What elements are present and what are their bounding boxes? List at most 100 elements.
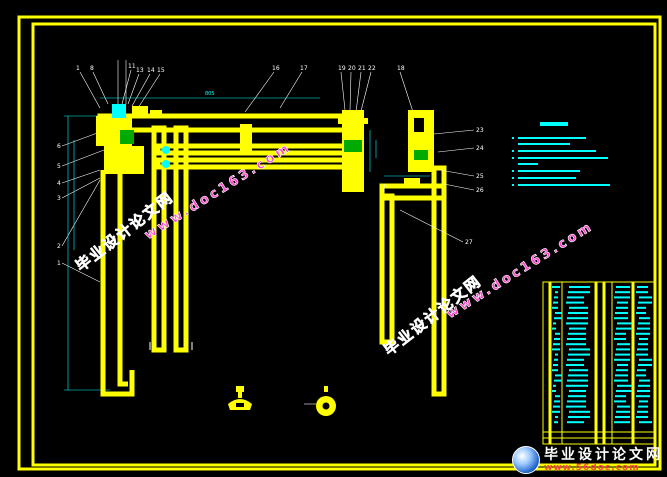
callout-label: 19 [338,65,346,72]
table-row-mark [553,384,556,387]
callout-label: 2 [57,243,61,250]
callout-label: 15 [157,67,165,74]
right-end-block [338,110,377,192]
table-row-mark [639,317,650,320]
table-row-mark [636,416,648,418]
table-row-mark [636,312,646,314]
callouts-top-mid: 16 17 [272,65,308,72]
parts-table-rows [552,286,652,424]
callout-label: 22 [368,65,376,72]
table-row-mark [554,317,562,320]
callout-label: 4 [57,180,61,187]
table-row-mark [614,379,628,382]
table-row-mark [636,353,648,356]
table-row-mark [569,410,590,413]
table-row-mark [637,327,650,330]
table-row-mark [555,353,558,356]
table-row-mark [569,348,590,351]
table-row-mark [615,395,626,398]
table-row-mark [615,312,628,314]
table-row-mark [555,312,562,314]
callouts-top-right: 19 20 21 22 18 [338,65,405,72]
table-row-mark [566,301,584,304]
table-row-mark [569,369,588,372]
table-row-mark [638,322,650,325]
table-row-mark [568,395,586,398]
table-row-mark [636,374,646,377]
table-row-mark [617,384,632,387]
table-row-mark [614,400,626,403]
site-brand: 毕业设计论文网 www.56doc.com [512,445,663,475]
callout-label: 14 [147,67,155,74]
table-row-mark [554,421,558,424]
table-row-mark [567,338,586,340]
table-row-mark [554,379,562,382]
table-row-mark [617,364,628,366]
table-row-mark [567,317,588,320]
parts-table [542,281,656,445]
table-row-mark [638,343,648,346]
table-row-mark [552,390,556,392]
table-row-mark [614,296,630,299]
table-row-mark [566,364,584,366]
callout-label: 21 [358,65,366,72]
table-row-mark [617,301,628,304]
callout-label: 27 [465,239,473,246]
top-dimension: 805 [100,91,320,99]
table-row-mark [554,296,558,299]
table-row-mark [554,358,558,361]
table-row-mark [615,291,630,294]
table-row-mark [552,369,558,372]
table-row-mark [616,410,630,413]
callout-label: 23 [476,127,484,134]
callout-label: 17 [300,65,308,72]
table-row-mark [637,410,648,413]
table-row-mark [639,296,652,299]
table-row-mark [614,338,626,340]
table-row-mark [638,405,648,408]
table-row-mark [617,322,632,325]
table-row-mark [615,332,626,335]
callout-label: 25 [476,173,484,180]
table-row-mark [568,416,590,418]
leaders-left-side [61,131,105,283]
table-row-mark [555,416,558,418]
table-row-mark [568,374,588,377]
table-row-mark [617,343,630,346]
detail-view-a [228,386,252,410]
left-dimension [64,115,110,391]
callout-label: 26 [476,187,484,194]
drawing-inner-border [31,22,657,467]
table-row-mark [568,312,588,314]
table-row-mark [615,416,630,418]
table-row-mark [614,317,628,320]
callouts-top-left: 1 8 11 13 14 15 [76,63,165,74]
table-row-mark [552,327,556,330]
table-row-mark [639,421,652,424]
table-row-mark [554,400,560,403]
table-row-mark [614,421,630,424]
technical-notes [512,122,610,186]
callouts-left-side: 6 5 4 3 2 1 [57,143,61,267]
table-row-mark [567,358,584,361]
table-row-mark [637,286,648,288]
leaders-top-left [79,60,161,109]
callout-label: 16 [272,65,280,72]
table-row-mark [555,395,560,398]
table-row-mark [554,338,560,340]
table-row-mark [639,379,650,382]
table-row-mark [553,322,556,325]
globe-logo-icon [512,446,540,474]
table-row-mark [616,369,628,372]
table-row-mark [553,364,558,366]
left-gantry [97,113,359,397]
table-row-mark [616,390,632,392]
table-row-mark [567,400,586,403]
table-row-mark [552,348,560,351]
table-row-mark [617,405,630,408]
callout-label: 20 [348,65,356,72]
table-row-mark [553,301,558,304]
detail-view-b [304,386,336,416]
brand-url: www.56doc.com [544,462,640,473]
